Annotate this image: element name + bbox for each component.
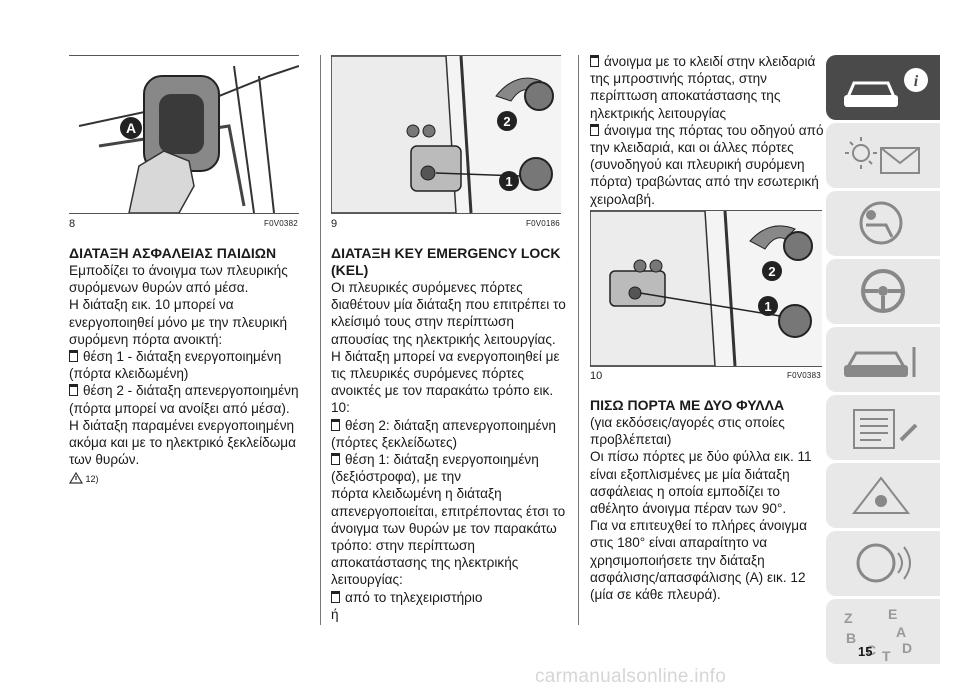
tab-index[interactable]: Z E A B C D T xyxy=(826,599,940,664)
index-letter-z: Z xyxy=(844,610,853,626)
tab-emergency[interactable] xyxy=(826,327,940,392)
col3-paragraph-2: Οι πίσω πόρτες με δύο φύλλα εικ. 11 είνα… xyxy=(590,449,812,517)
steering-wheel-icon xyxy=(861,269,905,313)
index-letter-b: B xyxy=(846,630,856,646)
column-divider-2 xyxy=(578,55,579,625)
warning-triangle-icon xyxy=(68,472,84,485)
col1-note: 12) xyxy=(68,471,304,488)
col3-paragraph-1: (για εκδόσεις/αγορές στις οποίες προβλέπ… xyxy=(590,415,785,448)
column-2-text: ΔΙΑΤΑΞΗ KEY EMERGENCY LOCK (KEL) Οι πλευ… xyxy=(331,245,566,623)
index-letter-t: T xyxy=(882,648,891,664)
figure-9-code: F0V0186 xyxy=(526,219,560,228)
index-icon: Z E A B C D T xyxy=(844,606,912,664)
tab-multimedia[interactable] xyxy=(826,531,940,596)
figure-9: 2 1 xyxy=(331,55,561,214)
col2-paragraph-1: Οι πλευρικές συρόμενες πόρτες διαθέτουν … xyxy=(331,280,566,347)
col2-bullet-2: θέση 1: διάταξη ενεργοποιημένη (δεξιόστρ… xyxy=(331,451,566,485)
figure-8: A xyxy=(69,55,299,214)
col2-bullet-1: θέση 2: διάταξη απενεργοποιημένη (πόρτες… xyxy=(331,417,566,451)
index-letter-c: C xyxy=(866,642,876,658)
col2-paragraph-3: πόρτα κλειδωμένη η διάταξη απενεργοποιεί… xyxy=(331,486,566,588)
tab-driving[interactable] xyxy=(826,259,940,324)
maintenance-icon xyxy=(853,409,918,449)
figure-8-illustration: A xyxy=(69,56,299,213)
tab-warning-lights[interactable] xyxy=(826,123,940,188)
col2-bullet-3: από το τηλεχειριστήριο xyxy=(331,589,566,606)
col2-paragraph-4: ή xyxy=(331,606,339,622)
kel-heading: ΔΙΑΤΑΞΗ KEY EMERGENCY LOCK (KEL) xyxy=(331,245,561,278)
figure-8-code: F0V0382 xyxy=(264,219,298,228)
car-info-icon: i xyxy=(844,68,928,107)
warning-lights-icon xyxy=(845,137,920,174)
figure-10-callout-1: 1 xyxy=(764,299,771,314)
figure-9-number: 9 xyxy=(331,218,338,230)
figure-10-code: F0V0383 xyxy=(787,371,821,380)
col3-bullet-1: άνοιγμα με το κλειδί στην κλειδαριά της … xyxy=(590,53,825,122)
figure-10: 2 1 xyxy=(590,210,822,367)
svg-text:i: i xyxy=(914,73,919,90)
figure-10-number: 10 xyxy=(590,370,603,382)
rear-door-heading: ΠΙΣΩ ΠΟΡΤΑ ΜΕ ΔΥΟ ΦΥΛΛΑ xyxy=(590,397,785,413)
col1-paragraph-1: Εμποδίζει το άνοιγμα των πλευρικής συρόμ… xyxy=(69,263,288,296)
column-1-text: ΔΙΑΤΑΞΗ ΑΣΦΑΛΕΙΑΣ ΠΑΙΔΙΩΝ Εμποδίζει το ά… xyxy=(68,245,304,489)
safety-airbag-icon xyxy=(859,201,903,245)
tab-maintenance[interactable] xyxy=(826,395,940,460)
child-safety-heading: ΔΙΑΤΑΞΗ ΑΣΦΑΛΕΙΑΣ ΠΑΙΔΙΩΝ xyxy=(69,245,277,261)
index-letter-d: D xyxy=(902,640,912,656)
col1-note-ref: 12) xyxy=(85,474,99,485)
multimedia-icon xyxy=(856,543,911,583)
figure-8-callout-a: A xyxy=(126,120,136,136)
index-letter-e: E xyxy=(888,606,897,622)
figure-9-callout-2: 2 xyxy=(503,114,510,129)
figure-10-callout-2: 2 xyxy=(768,264,775,279)
col2-paragraph-2: Η διάταξη μπορεί να ενεργοποιηθεί με τις… xyxy=(331,348,560,416)
tab-car-info[interactable]: i xyxy=(826,55,940,120)
column-3-top-text: άνοιγμα με το κλειδί στην κλειδαριά της … xyxy=(590,53,825,208)
technical-data-icon xyxy=(851,476,911,514)
column-3-bottom-text: ΠΙΣΩ ΠΟΡΤΑ ΜΕ ΔΥΟ ΦΥΛΛΑ (για εκδόσεις/αγ… xyxy=(590,397,825,603)
car-breakdown-icon xyxy=(844,347,916,377)
col3-paragraph-3: Για να επιτευχθεί το πλήρες άνοιγμα στις… xyxy=(590,518,807,603)
column-divider-1 xyxy=(320,55,321,625)
page-number: 15 xyxy=(858,644,873,659)
figure-9-illustration: 2 1 xyxy=(331,56,561,213)
index-letter-a: A xyxy=(896,624,906,640)
figure-10-illustration: 2 1 xyxy=(590,211,822,366)
col1-paragraph-3: Η διάταξη παραμένει ενεργοποιημένη ακόμα… xyxy=(69,417,296,468)
watermark: carmanualsonline.info xyxy=(535,666,727,687)
col1-paragraph-2: Η διάταξη εικ. 10 μπορεί να ενεργοποιηθε… xyxy=(69,297,288,347)
figure-8-number: 8 xyxy=(69,218,76,230)
tab-technical-data[interactable] xyxy=(826,463,940,528)
col1-bullet-1: θέση 1 - διάταξη ενεργοποιημένη (πόρτα κ… xyxy=(69,348,304,382)
col1-bullet-2: θέση 2 - διάταξη απενεργοποιημένη (πόρτα… xyxy=(69,382,304,416)
tab-safety[interactable] xyxy=(826,191,940,256)
col3-bullet-2: άνοιγμα της πόρτας του οδηγού από την κλ… xyxy=(590,122,824,207)
figure-9-callout-1: 1 xyxy=(505,174,512,189)
